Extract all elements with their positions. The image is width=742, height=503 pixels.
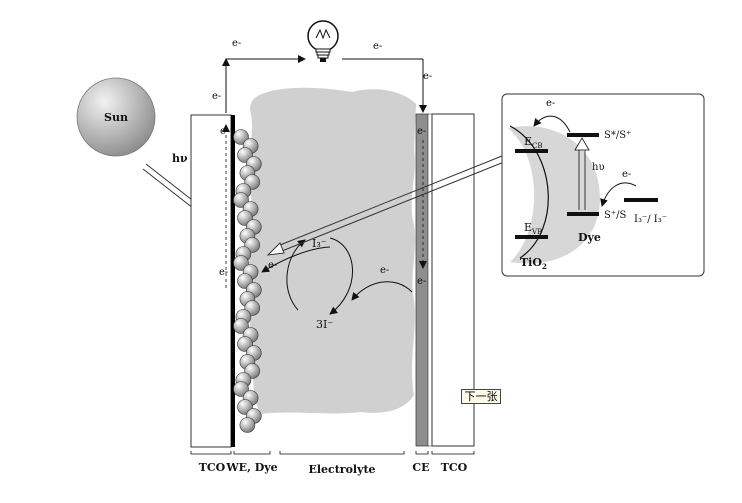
left-electron-top: e- <box>220 126 229 137</box>
hv-label: hν <box>172 152 188 165</box>
tio2-particle <box>233 129 249 145</box>
tio2-particle <box>233 192 249 208</box>
left-electron-bottom: e- <box>219 267 228 278</box>
label-tco-left: TCO <box>199 461 226 474</box>
bulb-icon <box>307 20 339 62</box>
electrolyte-region <box>249 87 416 415</box>
callout-arrow <box>266 155 505 256</box>
tio2-region <box>508 126 600 264</box>
right-electron-top: e- <box>417 126 426 137</box>
next-button[interactable]: 下一张 <box>461 389 501 404</box>
tio2-particle <box>233 381 249 397</box>
three-i-minus-label: 3I⁻ <box>316 318 333 331</box>
redox-electron-left: e- <box>268 260 277 271</box>
evb-label: EVB <box>524 221 542 236</box>
working-electrode-layer <box>231 115 235 447</box>
tio2-particles <box>233 129 262 433</box>
inset-electron-right: e- <box>622 169 631 180</box>
circuit-electron-label-1: e- <box>232 38 241 49</box>
sun: Sun <box>76 77 156 157</box>
i3-minus-label: I₃⁻ <box>312 237 327 250</box>
circuit-electron-label-3: e- <box>212 91 221 102</box>
excited-label: S*/S⁺ <box>604 130 631 141</box>
label-we-dye: WE, Dye <box>225 461 277 474</box>
label-electrolyte: Electrolyte <box>308 463 375 476</box>
circuit-electron-label-2: e- <box>373 41 382 52</box>
sun-label: Sun <box>104 111 128 124</box>
external-circuit: e- e- e- e- <box>212 38 432 113</box>
energy-inset: ECB EVB TiO2 S*/S⁺ S⁺/S hυ Dye e- I₃⁻/ I… <box>501 93 705 277</box>
dye-label: Dye <box>578 231 601 244</box>
bottom-labels: TCO WE, Dye Electrolyte CE TCO <box>190 451 475 476</box>
ce-separator <box>427 113 433 447</box>
inset-electron-top: e- <box>546 98 555 109</box>
circuit-electron-label-4: e- <box>423 71 432 82</box>
tio2-particle <box>239 417 256 433</box>
ground-label: S⁺/S <box>604 210 626 221</box>
redox-cycle: I₃⁻ 3I⁻ e- e- <box>261 237 413 331</box>
ecb-label: ECB <box>524 135 543 150</box>
label-ce: CE <box>412 461 429 474</box>
redox-electron-right: e- <box>380 265 389 276</box>
left-tco-plate <box>190 114 232 448</box>
h-upsilon-label: hυ <box>592 162 605 173</box>
redox-label: I₃⁻/ I₃⁻ <box>634 214 667 225</box>
tio2-label: TiO2 <box>520 256 547 271</box>
label-tco-right: TCO <box>441 461 468 474</box>
tio2-particle <box>233 318 249 334</box>
tio2-particle <box>233 255 249 271</box>
right-electron-bottom: e- <box>417 276 426 287</box>
